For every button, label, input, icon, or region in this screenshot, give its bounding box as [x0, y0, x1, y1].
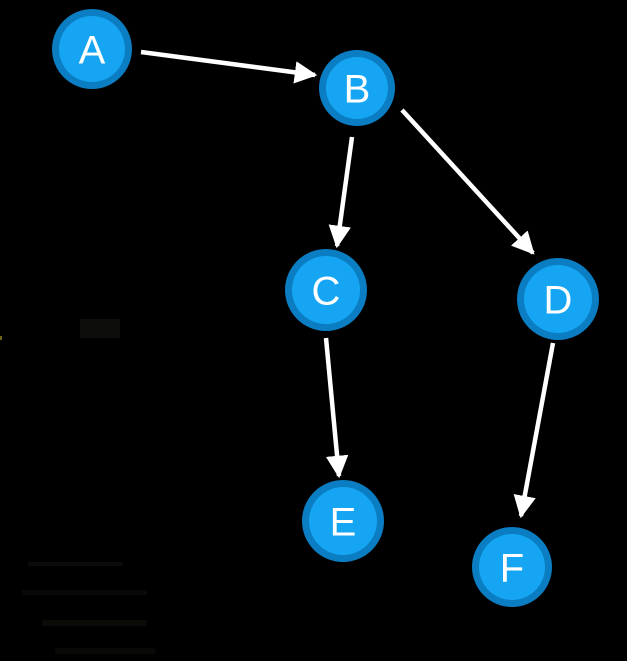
artifact-smudge — [22, 590, 147, 595]
edges-layer — [140, 49, 556, 519]
node-C[interactable]: C — [285, 249, 367, 331]
artifact-dot — [0, 336, 2, 340]
nodes-layer: A B C D E F — [52, 9, 599, 607]
node-F[interactable]: F — [472, 527, 552, 607]
artifact-smudge — [28, 562, 123, 566]
screen-artifacts — [0, 319, 155, 654]
node-fill-F — [479, 534, 545, 600]
artifact-smudge — [80, 319, 120, 338]
node-fill-A — [59, 16, 125, 82]
artifact-smudge — [55, 648, 155, 654]
node-E[interactable]: E — [302, 480, 384, 562]
node-fill-E — [309, 487, 377, 555]
node-B[interactable]: B — [319, 50, 395, 126]
artifact-smudge — [42, 620, 147, 626]
edge-C-E — [323, 337, 349, 479]
node-fill-C — [292, 256, 360, 324]
edge-A-B — [140, 49, 318, 84]
edge-D-F — [513, 342, 556, 519]
node-fill-D — [524, 265, 592, 333]
node-A[interactable]: A — [52, 9, 132, 89]
node-D[interactable]: D — [517, 258, 599, 340]
node-fill-B — [326, 57, 388, 119]
edge-B-C — [328, 136, 355, 249]
edge-B-D — [400, 108, 535, 255]
